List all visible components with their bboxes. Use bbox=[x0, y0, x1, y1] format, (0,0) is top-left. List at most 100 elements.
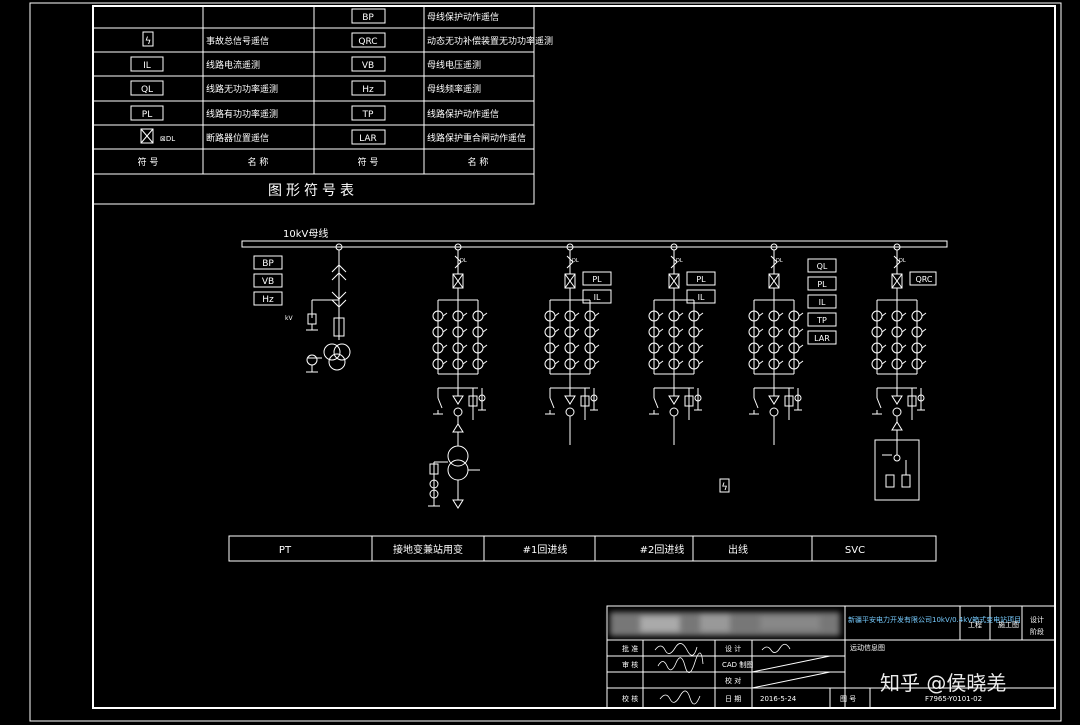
legend-right-name-5: 线路保护动作遥信 bbox=[427, 108, 499, 120]
title-date-label: 日 期 bbox=[725, 695, 741, 703]
title-block bbox=[606, 605, 1056, 709]
bay-svc: SVC bbox=[845, 545, 865, 556]
svc-unit bbox=[874, 421, 920, 501]
feeder-svc: DL QRC bbox=[871, 243, 937, 422]
title-stage2: 施工图 bbox=[998, 620, 1019, 629]
feeder-outgoing-measure-box bbox=[807, 258, 837, 273]
title-approve: 批 准 bbox=[622, 644, 638, 653]
legend-right-name-3: 母线电压遥测 bbox=[427, 59, 481, 71]
feeder-incoming-2-measure-label: IL bbox=[698, 293, 705, 302]
pt-bay bbox=[306, 243, 351, 373]
drawing-frame bbox=[29, 2, 1062, 722]
legend-title: 图形符号表 bbox=[268, 183, 358, 199]
feeder-outgoing-measure-label: LAR bbox=[814, 334, 830, 343]
bay-outgoing: 出线 bbox=[728, 543, 748, 556]
legend-right-symbol-3: VB bbox=[362, 61, 374, 71]
title-review: 审 核 bbox=[622, 660, 638, 669]
feeder-svc-measure-label: QRC bbox=[915, 275, 932, 284]
title-drawing-title: 远动信息图 bbox=[850, 643, 885, 652]
pt-small-label: kV bbox=[285, 315, 293, 322]
legend-header-symbol-left: 符 号 bbox=[138, 156, 159, 168]
feeder-outgoing: DL QL PL IL TP LAR bbox=[748, 243, 837, 445]
title-design: 设 计 bbox=[725, 644, 741, 653]
svg-text:ϟ: ϟ bbox=[721, 482, 728, 493]
legend-right-symbol-1: BP bbox=[362, 13, 374, 23]
title-drawing-no-label: 图 号 bbox=[840, 695, 856, 703]
title-check-proof: 校 对 bbox=[725, 676, 741, 685]
legend-right-symbol-2: QRC bbox=[358, 37, 377, 47]
legend-left-name-6: 断路器位置遥信 bbox=[206, 132, 269, 144]
legend-left-symbol-3: IL bbox=[143, 61, 151, 71]
feeder-outgoing-measure-box bbox=[807, 312, 837, 327]
feeder-incoming-2-dl-label: DL bbox=[676, 258, 683, 264]
bay-pt: PT bbox=[279, 545, 292, 556]
feeder-outgoing-measure-label: IL bbox=[819, 298, 826, 307]
fault-signal-icon: ϟ bbox=[719, 478, 730, 493]
title-check: 校 核 bbox=[622, 694, 638, 703]
title-drawing-no: F7965-Y0101-02 bbox=[925, 695, 982, 703]
bus-box-bp: BP bbox=[262, 259, 274, 269]
feeder-outgoing-dl-label: DL bbox=[776, 258, 783, 264]
legend-left-symbol-4: QL bbox=[141, 85, 153, 95]
legend-header-symbol-right: 符 号 bbox=[358, 156, 379, 168]
feeder-outgoing-measure-label: TP bbox=[816, 316, 827, 325]
watermark: 知乎 @侯晓羌 bbox=[880, 671, 1006, 695]
bay-incoming-1: #1回进线 bbox=[523, 543, 568, 556]
feeder-incoming-2: DL PL IL bbox=[648, 243, 716, 445]
legend-left-symbol-2: ϟ bbox=[145, 36, 152, 47]
feeder-grounding-dl-label: DL bbox=[460, 258, 467, 264]
bus-box-vb: VB bbox=[262, 277, 274, 287]
feeder-outgoing-measure-box bbox=[807, 330, 837, 345]
grounding-transformer bbox=[428, 423, 480, 509]
legend-right-name-4: 母线频率遥测 bbox=[427, 83, 481, 95]
feeder-incoming-1-measure-box bbox=[582, 289, 612, 304]
legend-right-symbol-4: Hz bbox=[362, 85, 374, 95]
legend-header-name-left: 名 称 bbox=[248, 156, 269, 168]
feeder-incoming-1-measure-label: IL bbox=[594, 293, 601, 302]
bay-grounding-transformer: 接地变兼站用变 bbox=[393, 543, 463, 556]
title-block-logo-blurred bbox=[610, 612, 840, 636]
feeder-incoming-2-measure-label: PL bbox=[696, 275, 706, 284]
legend-right-name-6: 线路保护重合闸动作遥信 bbox=[427, 132, 526, 144]
feeder-outgoing-measure-box bbox=[807, 276, 837, 291]
bus-box-hz: Hz bbox=[262, 295, 274, 305]
bus-measure-boxes bbox=[253, 255, 283, 306]
feeder-svc-measure-box bbox=[909, 271, 937, 286]
legend-right-name-1: 母线保护动作遥信 bbox=[427, 11, 499, 23]
legend-right-symbol-6: LAR bbox=[359, 134, 377, 144]
feeder-incoming-1-measure-box bbox=[582, 271, 612, 286]
feeder-outgoing-measure-label: PL bbox=[817, 280, 827, 289]
legend-left-name-3: 线路电流遥测 bbox=[206, 59, 260, 71]
busbar: 10kV母线 bbox=[241, 227, 948, 248]
title-project: 新疆平安电力开发有限公司10kV/0.4kV箱式变电站项目 bbox=[848, 615, 1021, 624]
feeder-svc-dl-label: DL bbox=[899, 258, 906, 264]
title-date: 2016-5-24 bbox=[760, 695, 797, 703]
title-cad: CAD 制图 bbox=[722, 660, 753, 669]
legend-left-name-2: 事故总信号遥信 bbox=[206, 35, 269, 47]
title-design-label: 设计 bbox=[1030, 615, 1044, 624]
legend-left-symbol-5: PL bbox=[142, 110, 152, 120]
signatures bbox=[654, 643, 791, 705]
title-drawing-label: 阶段 bbox=[1030, 627, 1044, 636]
bay-name-table bbox=[228, 535, 937, 562]
title-stage: 工程 bbox=[968, 620, 982, 629]
feeder-incoming-2-measure-box bbox=[686, 289, 716, 304]
busbar-label: 10kV母线 bbox=[283, 227, 328, 240]
feeder-incoming-1-measure-label: PL bbox=[592, 275, 602, 284]
legend-text: BP 母线保护动作遥信 ϟ 事故总信号遥信 QRC 动态无功补偿装置无功功率遥测… bbox=[138, 11, 553, 199]
symbol-legend-table bbox=[92, 5, 535, 205]
bay-incoming-2: #2回进线 bbox=[640, 543, 685, 556]
legend-header-name-right: 名 称 bbox=[468, 156, 489, 168]
legend-left-name-5: 线路有功功率遥测 bbox=[206, 108, 278, 120]
feeder-incoming-1-dl-label: DL bbox=[572, 258, 579, 264]
legend-left-symbol-6: ⊠DL bbox=[160, 135, 175, 143]
feeder-incoming-2-measure-box bbox=[686, 271, 716, 286]
legend-right-symbol-5: TP bbox=[362, 110, 374, 120]
feeder-outgoing-measure-label: QL bbox=[817, 262, 828, 271]
feeder-bays: DL DL PL IL DL PL IL DL QL PL IL TP LAR DL QRC bbox=[432, 243, 937, 445]
feeder-incoming-1: DL PL IL bbox=[544, 243, 612, 445]
legend-right-name-2: 动态无功补偿装置无功功率遥测 bbox=[427, 35, 553, 47]
legend-left-name-4: 线路无功功率遥测 bbox=[206, 83, 278, 95]
feeder-grounding: DL bbox=[432, 243, 488, 424]
